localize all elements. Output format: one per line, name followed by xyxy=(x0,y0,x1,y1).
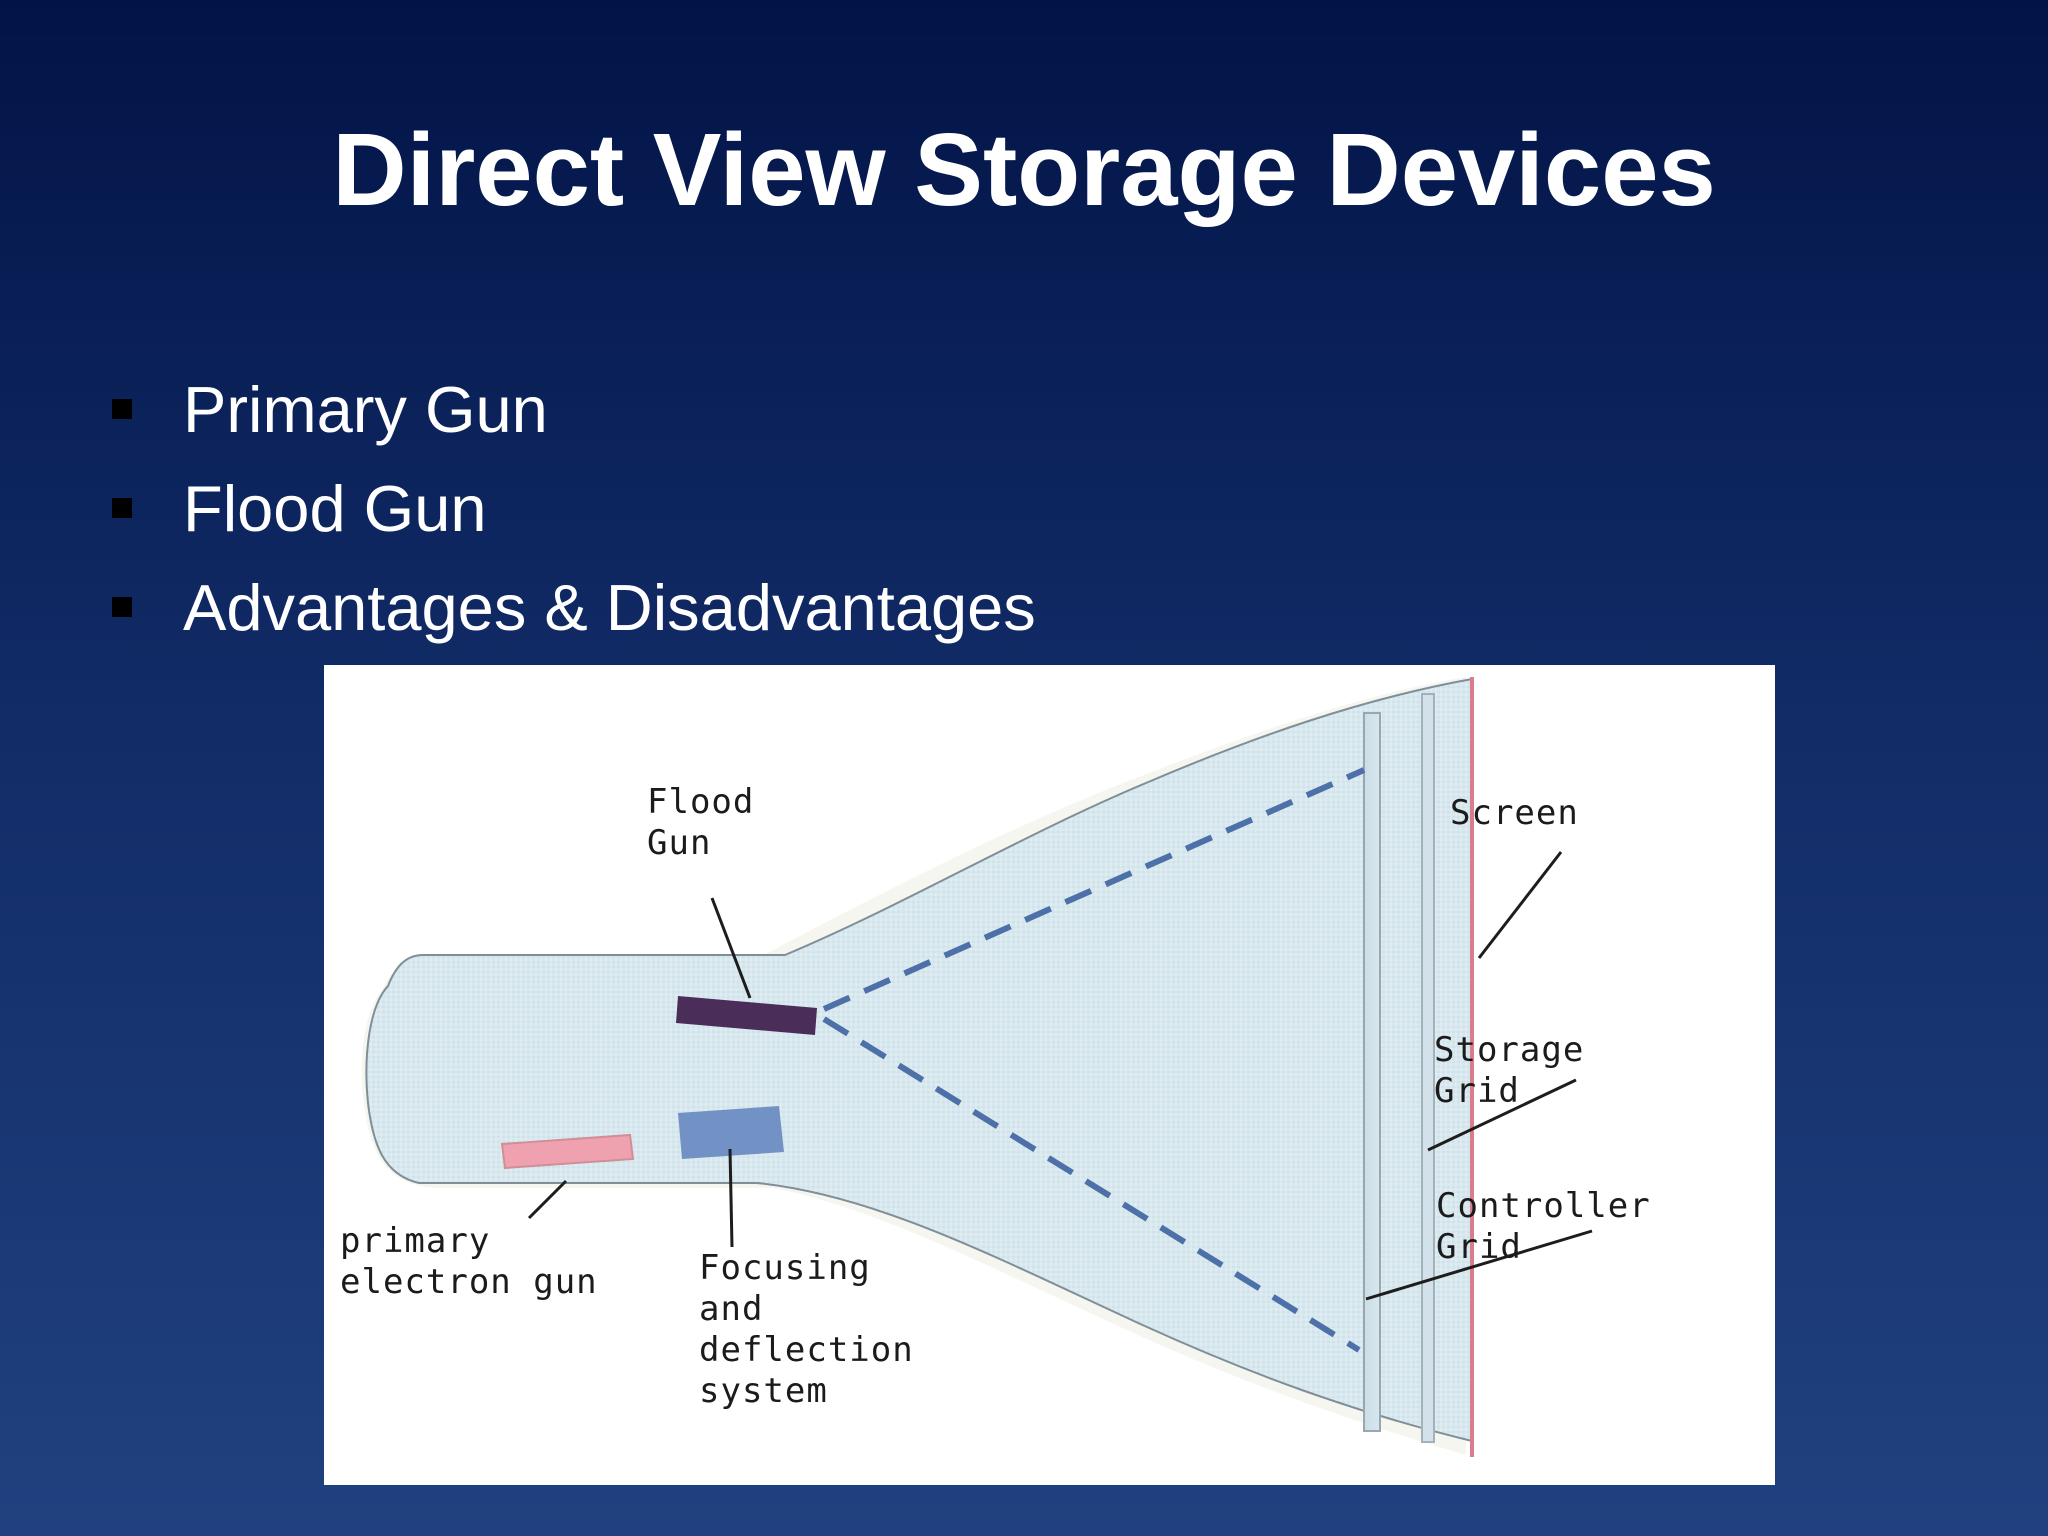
focusing-deflection-label: Focusing and deflection system xyxy=(699,1248,914,1411)
storage-grid-leader xyxy=(1427,1078,1577,1152)
bullet-advantages-disadvantages: Advantages & Disadvantages xyxy=(183,571,1036,644)
bullet-marker xyxy=(112,597,132,617)
bullet-item: Advantages & Disadvantages xyxy=(0,570,1200,669)
controller-grid-leader xyxy=(1365,1229,1593,1301)
bullet-marker xyxy=(112,399,132,419)
bullet-item: Primary Gun xyxy=(0,372,1200,471)
controller-grid-plate xyxy=(1363,712,1381,1432)
flood-gun-label: Flood Gun xyxy=(647,782,755,863)
flood-gun-body xyxy=(676,996,817,1035)
focusing-system-leader xyxy=(728,1148,734,1248)
flood-beam-top xyxy=(822,767,1366,1012)
bullet-marker xyxy=(112,498,132,518)
flood-gun-leader xyxy=(710,897,752,999)
crt-tube-body xyxy=(365,677,1473,1443)
primary-gun-leader xyxy=(527,1179,568,1220)
primary-electron-gun-label: primary electron gun xyxy=(340,1221,598,1302)
deflection-system-body xyxy=(678,1106,784,1159)
flood-beam-bottom xyxy=(822,1016,1361,1353)
screen-leader xyxy=(1477,851,1563,959)
bullet-flood-gun: Flood Gun xyxy=(183,472,487,545)
controller-grid-label: Controller Grid xyxy=(1436,1186,1651,1267)
bullet-primary-gun: Primary Gun xyxy=(183,373,548,446)
storage-grid-label: Storage Grid xyxy=(1434,1030,1585,1111)
primary-gun-body xyxy=(500,1133,635,1170)
dvst-diagram: Flood Gun Screen Storage Grid Controller… xyxy=(324,665,1775,1485)
crt-diagram-svg xyxy=(361,677,1593,1457)
bullet-list: Primary Gun Flood Gun Advantages & Disad… xyxy=(0,372,1200,669)
bullet-item: Flood Gun xyxy=(0,471,1200,570)
screen-label: Screen xyxy=(1450,793,1579,833)
storage-grid-plate xyxy=(1421,693,1435,1443)
slide-title: Direct View Storage Devices xyxy=(332,112,1716,227)
